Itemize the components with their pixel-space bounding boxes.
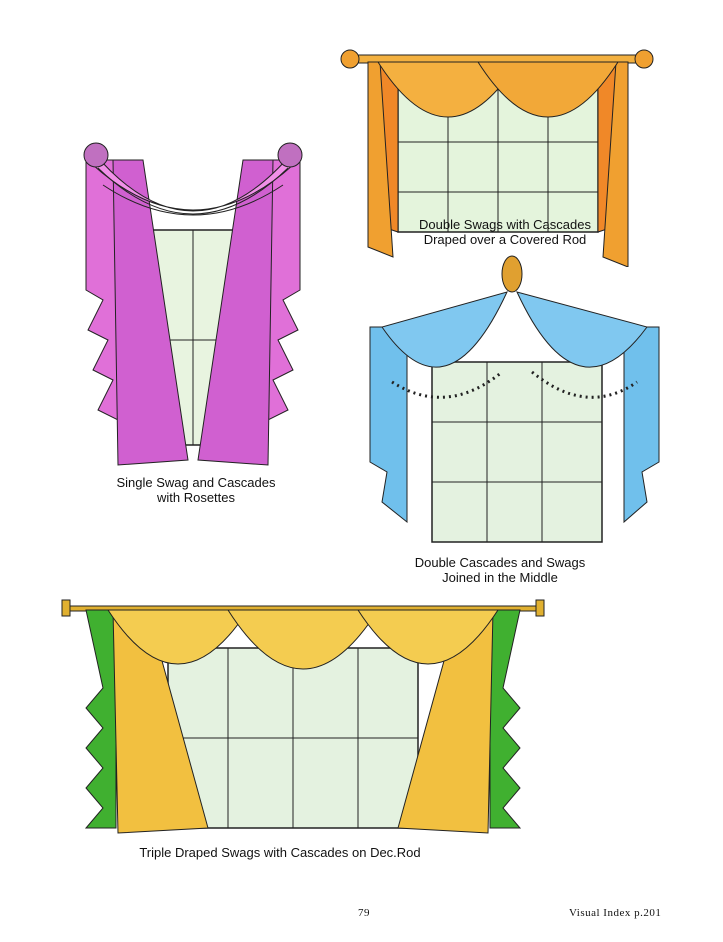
double-swags-covered-rod-illustration (340, 49, 654, 267)
caption-line: Draped over a Covered Rod (423, 232, 587, 247)
caption-line: Double Cascades and Swags (414, 555, 586, 570)
triple-swags-dec-rod-illustration (61, 599, 545, 834)
visual-index-reference: Visual Index p.201 (569, 907, 662, 919)
caption-line: Double Swags with Cascades (419, 217, 591, 232)
caption-line: Single Swag and Cascades (116, 475, 276, 490)
single-swag-illustration (83, 142, 303, 466)
caption-line: Triple Draped Swags with Cascades on Dec… (139, 845, 421, 860)
double-cascades-joined-illustration (369, 255, 660, 543)
caption-double-swags-covered-rod: Double Swags with Cascades Draped over a… (395, 217, 615, 247)
caption-line: Joined in the Middle (442, 570, 558, 585)
caption-double-cascades-joined: Double Cascades and Swags Joined in the … (395, 555, 605, 585)
caption-triple-swags: Triple Draped Swags with Cascades on Dec… (100, 845, 460, 860)
caption-single-swag: Single Swag and Cascades with Rosettes (96, 475, 296, 505)
caption-line: with Rosettes (156, 490, 236, 505)
page-number: 79 (358, 907, 370, 919)
